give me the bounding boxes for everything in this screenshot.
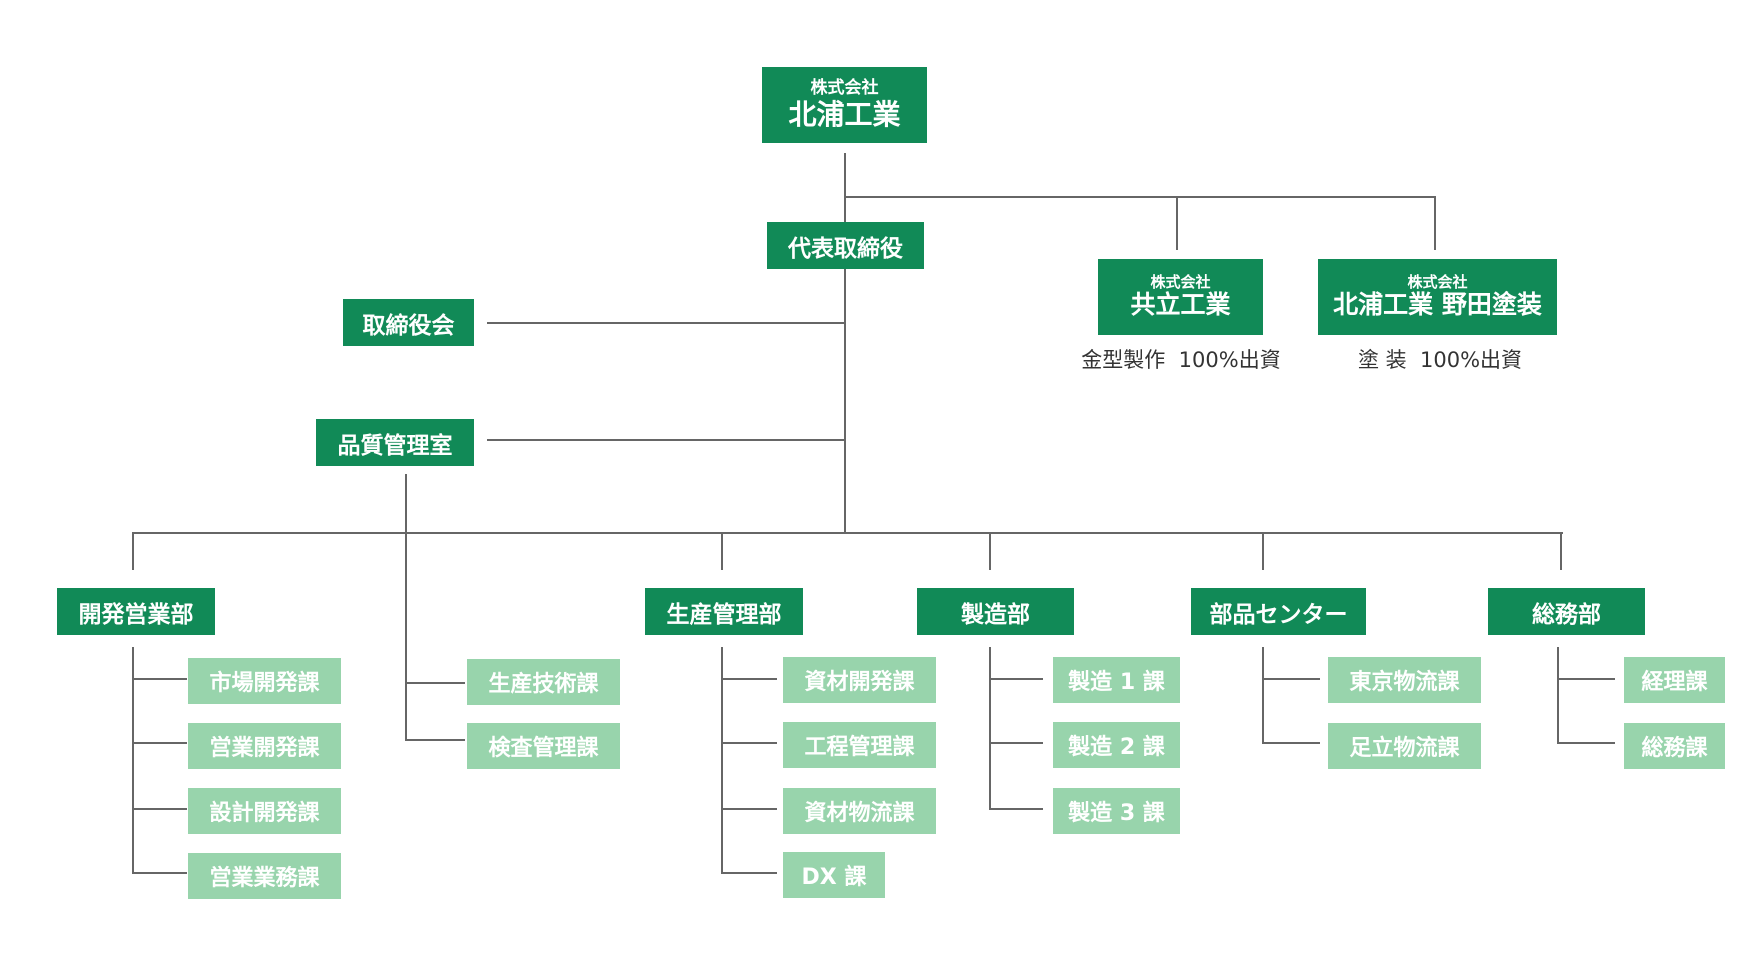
connector-line xyxy=(721,532,723,570)
connector-line xyxy=(989,742,1043,744)
section-node: 設計開発課 xyxy=(188,788,341,834)
connector-line xyxy=(132,808,187,810)
connector-line xyxy=(989,647,991,809)
connector-line xyxy=(989,808,1043,810)
connector-line xyxy=(1560,532,1562,570)
connector-line xyxy=(1262,532,1264,570)
section-node: 製造 3 課 xyxy=(1053,788,1180,834)
section-node: 営業業務課 xyxy=(188,853,341,899)
department-node: 開発営業部 xyxy=(57,588,215,635)
section-node: 生産技術課 xyxy=(467,659,620,705)
connector-line xyxy=(1262,742,1320,744)
section-node: 資材物流課 xyxy=(783,788,936,834)
connector-line xyxy=(1557,647,1559,743)
section-node: 検査管理課 xyxy=(467,723,620,769)
connector-line xyxy=(405,474,407,740)
subsidiary-name: 共立工業 xyxy=(1130,290,1231,320)
subsidiary-note-noda: 塗 装 100%出資 xyxy=(1340,344,1540,374)
section-node: DX 課 xyxy=(783,852,885,898)
quality-node: 品質管理室 xyxy=(316,419,474,466)
section-node: 工程管理課 xyxy=(783,722,936,768)
department-node: 製造部 xyxy=(917,588,1074,635)
connector-line xyxy=(1262,678,1320,680)
connector-line xyxy=(132,532,134,570)
connector-line xyxy=(721,742,777,744)
department-node: 生産管理部 xyxy=(645,588,803,635)
connector-line xyxy=(721,872,777,874)
subsidiary-business: 金型製作 xyxy=(1081,348,1166,372)
section-node: 営業開発課 xyxy=(188,723,341,769)
department-node: 部品センター xyxy=(1191,588,1366,635)
connector-line xyxy=(844,153,846,533)
company-name: 北浦工業 xyxy=(788,97,901,131)
board-node: 取締役会 xyxy=(343,299,474,346)
connector-line xyxy=(721,647,723,874)
connector-line xyxy=(132,742,187,744)
connector-line xyxy=(1557,678,1615,680)
subsidiary-node-noda: 株式会社 北浦工業 野田塗装 xyxy=(1318,259,1557,335)
connector-line xyxy=(132,678,187,680)
connector-line xyxy=(487,439,845,441)
section-node: 経理課 xyxy=(1624,657,1725,703)
subsidiary-prefix: 株式会社 xyxy=(1407,273,1468,291)
connector-line xyxy=(487,322,845,324)
connector-line xyxy=(405,682,465,684)
subsidiary-node-kyoritsu: 株式会社 共立工業 xyxy=(1098,259,1263,335)
company-prefix: 株式会社 xyxy=(810,78,879,99)
subsidiary-note-kyoritsu: 金型製作 100%出資 xyxy=(1070,344,1292,374)
connector-line xyxy=(1434,196,1436,250)
section-node: 製造 2 課 xyxy=(1053,722,1180,768)
section-node: 足立物流課 xyxy=(1328,723,1481,769)
section-node: 総務課 xyxy=(1624,723,1725,769)
connector-line xyxy=(132,532,1563,534)
connector-line xyxy=(844,196,1436,198)
subsidiary-investment: 100%出資 xyxy=(1178,348,1281,372)
section-node: 市場開発課 xyxy=(188,658,341,704)
connector-line xyxy=(1176,196,1178,250)
connector-line xyxy=(132,872,187,874)
connector-line xyxy=(989,678,1043,680)
section-node: 資材開発課 xyxy=(783,657,936,703)
subsidiary-prefix: 株式会社 xyxy=(1150,273,1211,291)
connector-line xyxy=(405,739,465,741)
president-node: 代表取締役 xyxy=(767,222,924,269)
connector-line xyxy=(1262,647,1264,743)
connector-line xyxy=(989,532,991,570)
company-node: 株式会社 北浦工業 xyxy=(762,67,927,143)
connector-line xyxy=(132,647,134,874)
connector-line xyxy=(1557,742,1615,744)
subsidiary-name: 北浦工業 野田塗装 xyxy=(1333,290,1542,320)
subsidiary-business: 塗 装 xyxy=(1357,348,1407,372)
connector-line xyxy=(721,678,777,680)
section-node: 東京物流課 xyxy=(1328,657,1481,703)
connector-line xyxy=(721,808,777,810)
subsidiary-investment: 100%出資 xyxy=(1420,348,1523,372)
department-node: 総務部 xyxy=(1488,588,1645,635)
section-node: 製造 1 課 xyxy=(1053,657,1180,703)
